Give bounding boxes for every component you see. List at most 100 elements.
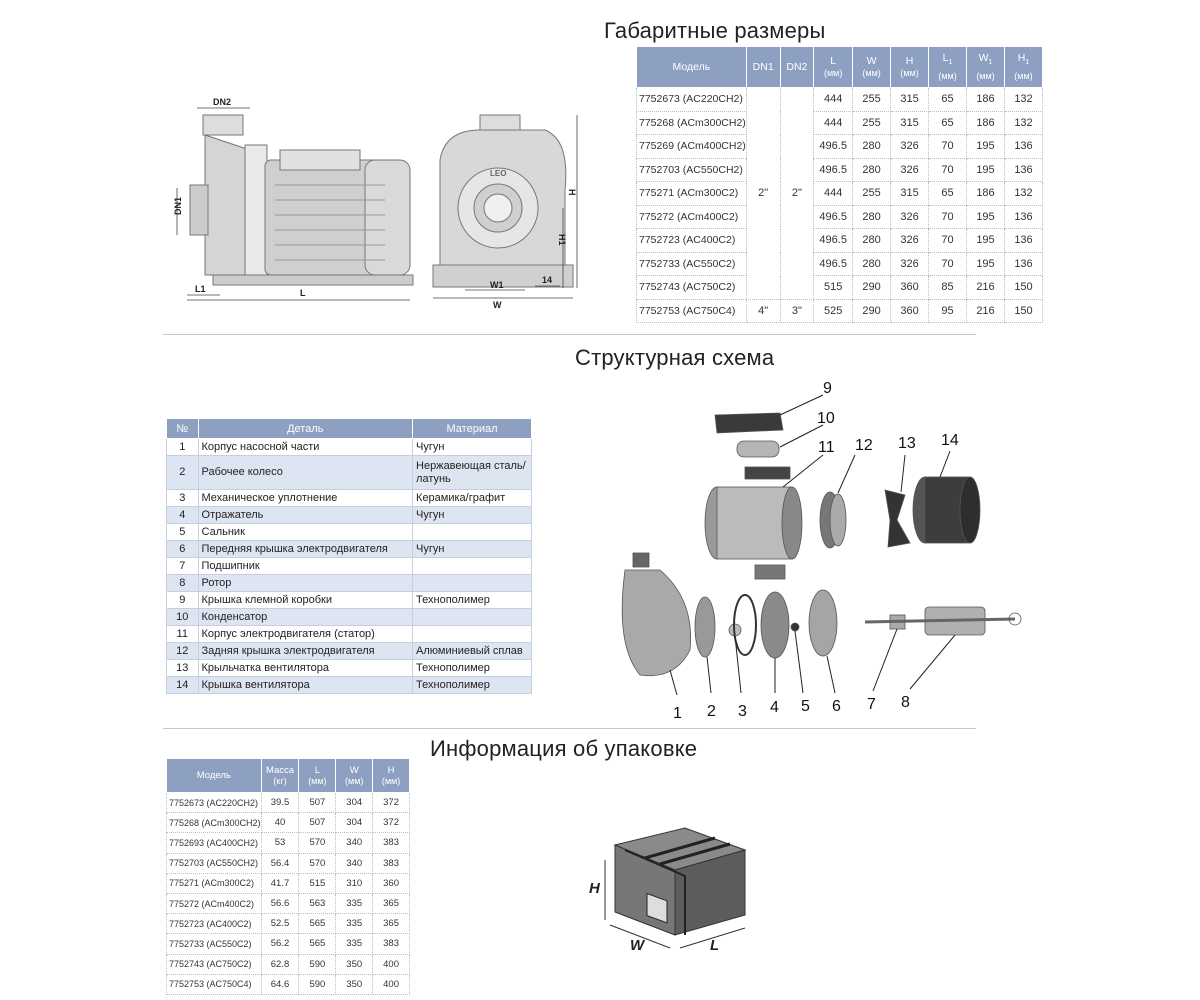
parts-cell-material: Алюминиевый сплав [412,642,532,660]
dimensions-cell: 496.5 [813,251,854,276]
label-dn1: DN1 [173,197,183,215]
dimensions-cell: 444 [813,110,854,135]
box-label-w: W [630,937,646,954]
parts-cell-num: 2 [166,455,199,490]
dimensions-cell: 496.5 [813,134,854,159]
box-label-l: L [710,937,719,954]
dimensions-cell: 136 [1003,134,1044,159]
dimensions-cell: 2" [779,87,815,300]
dimensions-cell: 85 [928,275,968,300]
label-l: L [300,288,306,298]
dimensions-cell: 132 [1003,110,1044,135]
parts-cell-part: Задняя крышка электродвигателя [197,642,414,660]
dimensions-cell: 290 [852,275,892,300]
header-l1: L1(мм) [928,46,968,88]
pack-cell-mass: 56.2 [260,933,300,955]
header-part: Деталь [197,418,414,439]
dimensions-cell: 150 [1003,298,1044,323]
dimensions-cell: 775268 (ACm300CH2) [636,110,747,135]
pack-cell-h: 372 [372,791,410,814]
dimensions-cell: 496.5 [813,204,854,229]
pack-cell-mass: 41.7 [260,872,300,894]
parts-cell-num: 10 [166,608,199,626]
dimensions-cell: 280 [852,204,892,229]
dimensions-cell: 280 [852,134,892,159]
dimensions-cell: 7752733 (AC550C2) [636,251,747,276]
pack-cell-l: 507 [298,812,337,834]
pack-cell-model: 775272 (ACm400C2) [166,892,262,915]
divider-top [163,334,976,335]
dimensions-cell: 496.5 [813,228,854,253]
label-h: H [567,189,577,196]
parts-cell-material: Керамика/графит [412,489,532,507]
callout-4: 4 [770,699,779,716]
dimensions-cell: 7752743 (AC750C2) [636,275,747,300]
pack-header-w: W(мм) [335,758,374,793]
pack-cell-l: 515 [298,872,337,894]
parts-cell-part: Конденсатор [197,608,414,626]
header-dn2: DN2 [779,46,815,88]
pack-cell-model: 7752733 (AC550C2) [166,933,262,955]
dimensions-cell: 7752753 (AC750C4) [636,298,747,323]
packaging-title: Информация об упаковке [430,736,698,761]
dimensions-cell: 132 [1003,181,1044,206]
dimensions-cell: 95 [928,298,968,323]
pack-cell-mass: 64.6 [260,973,300,995]
dimensions-cell: 150 [1003,275,1044,300]
parts-cell-part: Крыльчатка вентилятора [197,659,414,677]
parts-cell-part: Отражатель [197,506,414,524]
pack-cell-mass: 39.5 [260,791,300,814]
structure-title: Структурная схема [575,345,775,370]
pack-cell-w: 340 [335,852,374,874]
dimensions-cell: 65 [928,110,968,135]
dimensions-cell: 4" [745,298,781,323]
dimensions-cell: 315 [890,181,930,206]
dimensions-cell: 775272 (ACm400C2) [636,204,747,229]
label-h1: H1 [557,234,567,246]
parts-cell-material [412,608,532,626]
pack-cell-mass: 56.6 [260,892,300,915]
dimensions-cell: 216 [966,298,1005,323]
pack-cell-h: 400 [372,973,410,995]
dimensions-cell: 290 [852,298,892,323]
pack-cell-mass: 52.5 [260,913,300,935]
pack-cell-l: 565 [298,913,337,935]
pack-cell-l: 570 [298,852,337,874]
dimensions-cell: 195 [966,204,1005,229]
parts-cell-num: 7 [166,557,199,575]
pack-cell-h: 365 [372,892,410,915]
dimensions-cell: 525 [813,298,854,323]
pack-cell-w: 304 [335,812,374,834]
parts-cell-num: 9 [166,591,199,609]
dimensions-cell: 70 [928,157,968,182]
dimensions-cell: 360 [890,275,930,300]
parts-cell-part: Корпус насосной части [197,438,414,456]
dimensions-cell: 3" [779,298,815,323]
parts-cell-material [412,625,532,643]
packaging-table: Модель Масса(кг) L(мм) W(мм) H(мм) 77526… [166,758,410,995]
callout-12: 12 [855,437,873,454]
dimensions-cell: 2" [745,87,781,300]
header-w: W(мм) [852,46,892,88]
dimensions-cell: 70 [928,204,968,229]
dimensions-table: Модель DN1 DN2 L(мм) W(мм) H(мм) L1(мм) … [636,46,1044,323]
callout-7: 7 [867,696,876,713]
parts-cell-num: 5 [166,523,199,541]
pack-cell-h: 360 [372,872,410,894]
